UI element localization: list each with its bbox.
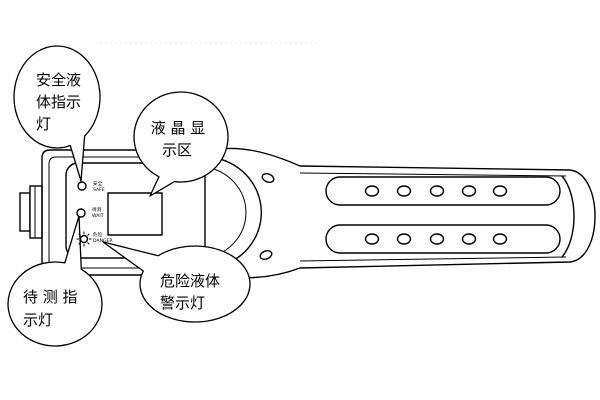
danger-indicator-led <box>79 234 89 244</box>
danger-label-en: DANGER <box>93 238 113 244</box>
grip-bottom <box>325 224 561 254</box>
callout-bubble <box>133 91 229 197</box>
callout-danger-indicator: 危险液体 警示灯 <box>102 241 251 323</box>
grip-hole <box>492 185 508 197</box>
wait-indicator-led <box>76 208 86 218</box>
device-printed-labels: 安全 SAFE 待测 WAIT 危险 DANGER <box>92 180 113 244</box>
end-cap <box>19 185 43 239</box>
grip-hole <box>461 185 477 197</box>
callout-text-line: 警示灯 <box>160 294 205 312</box>
neck-hole-top <box>261 172 275 184</box>
grip-top <box>325 176 561 206</box>
callout-text-line: 灯 <box>36 115 51 133</box>
callout-lcd-display: 液 晶 显 示区 <box>133 91 229 197</box>
danger-label-zh: 危险 <box>93 231 103 238</box>
safe-indicator-led <box>77 181 87 191</box>
end-cap-outer <box>19 192 31 232</box>
grip-hole <box>364 233 380 245</box>
safe-label-zh: 安全 <box>93 180 103 187</box>
handle-bottom-bevel <box>299 256 567 262</box>
wait-label-en: WAIT <box>92 213 104 219</box>
grip-hole <box>461 233 477 245</box>
handle-top-bevel <box>299 172 567 177</box>
callout-text-line: 液 晶 显 <box>151 119 206 137</box>
callout-text-line: 危险液体 <box>160 272 220 290</box>
grip-hole <box>429 185 445 197</box>
indicator-leds <box>76 181 92 247</box>
safe-label-en: SAFE <box>93 187 105 193</box>
liquid-detector <box>19 147 596 279</box>
callout-safe-indicator: 安全液 体指示 灯 <box>13 45 101 182</box>
grip-hole <box>429 233 445 245</box>
wait-label-zh: 待测 <box>92 206 102 213</box>
callout-bubble <box>7 215 103 347</box>
end-cap-inner <box>29 185 43 239</box>
handle-tip-line <box>561 175 575 258</box>
neck-hole-bottom <box>259 249 273 261</box>
callout-text-line: 待 测 指 <box>23 288 78 306</box>
grip-top-frame <box>325 176 561 206</box>
callout-bubble <box>102 241 251 323</box>
callout-text-line: 体指示 <box>36 93 81 111</box>
grip-hole <box>396 185 412 197</box>
grip-hole <box>364 185 380 197</box>
grip-hole <box>492 233 508 245</box>
grip-bottom-frame <box>325 224 561 254</box>
neck-inner-arc <box>204 166 247 259</box>
callout-wait-indicator: 待 测 指 示灯 <box>7 215 103 347</box>
callout-text-line: 安全液 <box>36 71 81 89</box>
lcd-screen <box>107 192 163 236</box>
callout-text-line: 示区 <box>162 141 192 159</box>
grip-hole <box>396 233 412 245</box>
callout-bubble <box>13 45 101 182</box>
callout-text-line: 示灯 <box>23 311 53 329</box>
danger-led-rays-icon <box>76 231 92 247</box>
